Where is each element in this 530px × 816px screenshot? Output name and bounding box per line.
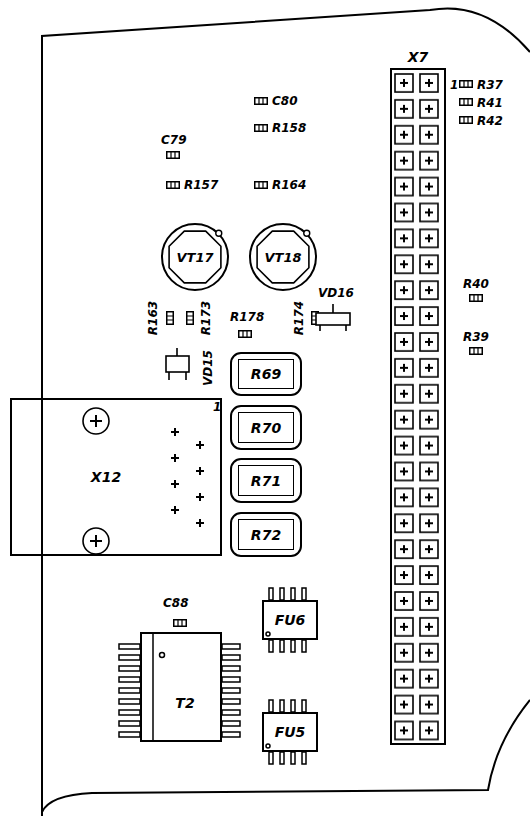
part-designator: C88 — [163, 597, 189, 609]
resistor-symbol: R70 — [230, 405, 302, 450]
part-designator: R157 — [184, 179, 218, 191]
pin-header: X7 — [390, 68, 446, 745]
transformer-symbol: T2 — [140, 632, 222, 742]
resistor-symbol: R71 — [230, 458, 302, 503]
part-designator: R174 — [293, 301, 305, 335]
part-designator: R163 — [147, 301, 159, 335]
diode-symbols — [166, 304, 350, 380]
part-designator: 1 — [213, 401, 221, 413]
part-designator: VD16 — [318, 287, 354, 299]
part-designator: VT17 — [176, 251, 213, 264]
transistor-symbol: VT17 — [160, 222, 230, 292]
ic-pins — [119, 588, 306, 764]
part-designator: R158 — [272, 122, 306, 134]
board-outline — [42, 8, 530, 816]
part-designator: R41 — [477, 97, 503, 109]
part-designator: R37 — [477, 79, 503, 91]
transistor-symbol: VT18 — [248, 222, 318, 292]
part-designator: VT18 — [264, 251, 301, 264]
resistor-symbol: R69 — [230, 352, 302, 396]
part-designator: X7 — [392, 50, 444, 64]
part-designator: R40 — [463, 278, 489, 290]
part-designator: R39 — [463, 331, 489, 343]
part-designator: R42 — [477, 115, 503, 127]
connector-mounting — [83, 408, 204, 554]
part-designator: R72 — [251, 528, 281, 542]
fuse-symbol: FU5 — [262, 712, 318, 752]
connector-outline: X12 — [10, 398, 222, 556]
fuse-symbol: FU6 — [262, 600, 318, 640]
part-designator: R164 — [272, 179, 306, 191]
smd-pads — [167, 81, 483, 627]
resistor-symbol: R72 — [230, 512, 302, 557]
part-designator: FU6 — [275, 613, 306, 627]
header-pins — [393, 71, 443, 744]
part-designator: X12 — [91, 470, 121, 484]
part-designator: R70 — [251, 421, 281, 435]
part-designator: FU5 — [275, 725, 306, 739]
part-designator: T2 — [175, 696, 194, 710]
part-designator: VD15 — [202, 350, 214, 386]
part-designator: 1 — [450, 79, 458, 91]
part-designator: R71 — [251, 474, 281, 488]
part-designator: R178 — [230, 311, 264, 323]
part-designator: C80 — [272, 95, 298, 107]
part-designator: R173 — [200, 301, 212, 335]
part-designator: R69 — [251, 367, 281, 381]
part-designator: C79 — [161, 134, 187, 146]
